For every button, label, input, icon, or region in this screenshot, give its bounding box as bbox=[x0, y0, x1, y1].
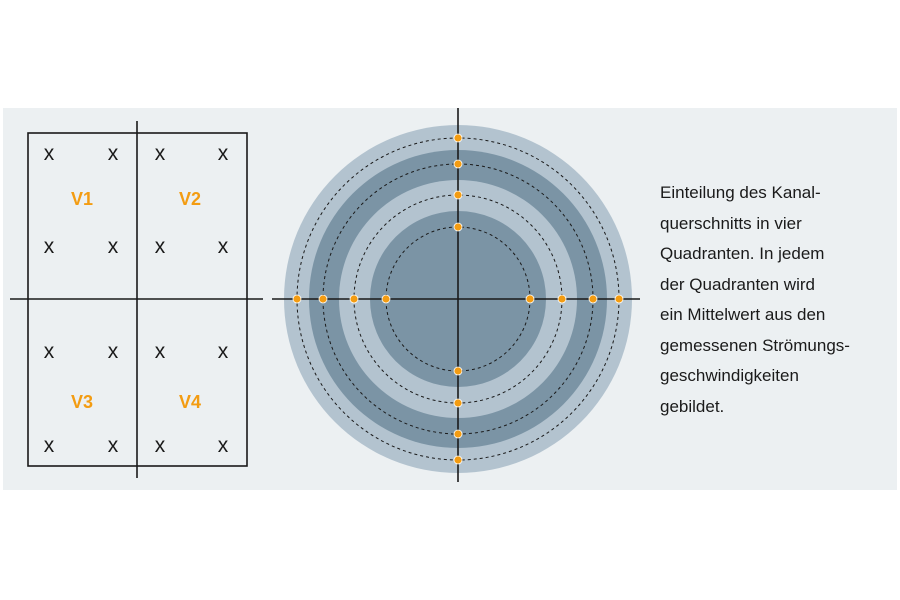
caption-line: ein Mittelwert aus den bbox=[660, 305, 826, 324]
caption-line: geschwindigkeiten bbox=[660, 366, 799, 385]
measuring-points bbox=[292, 133, 624, 465]
x-mark: x bbox=[218, 142, 229, 165]
caption-line: gebildet. bbox=[660, 396, 725, 416]
measuring-point bbox=[453, 190, 463, 200]
caption-line: gemessenen Strömungs- bbox=[660, 335, 850, 355]
measuring-point bbox=[525, 294, 535, 304]
measuring-point bbox=[453, 366, 463, 376]
measuring-point bbox=[453, 455, 463, 465]
x-mark: x bbox=[155, 142, 166, 165]
quadrant-label-v2: V2 bbox=[179, 189, 201, 209]
rectangular-cross-section: x x x x x x x x x x x x x x x x V1 V2 V3 V4 bbox=[10, 121, 263, 478]
x-mark: x bbox=[44, 235, 55, 258]
measuring-point bbox=[292, 294, 302, 304]
x-mark: x bbox=[108, 434, 119, 457]
measuring-point bbox=[453, 133, 463, 143]
x-mark: x bbox=[155, 340, 166, 363]
measuring-point bbox=[588, 294, 598, 304]
caption: Einteilung des Kanal- querschnitts in vi… bbox=[660, 178, 890, 422]
measuring-point bbox=[614, 294, 624, 304]
circular-cross-section bbox=[272, 108, 640, 482]
x-mark: x bbox=[108, 235, 119, 258]
caption-line: querschnitts in vier bbox=[660, 213, 802, 233]
x-mark: x bbox=[108, 340, 119, 363]
measuring-point bbox=[557, 294, 567, 304]
measuring-point bbox=[453, 398, 463, 408]
quadrant-label-v4: V4 bbox=[179, 392, 201, 412]
x-mark: x bbox=[108, 142, 119, 165]
caption-line: der Quadranten wird bbox=[660, 274, 815, 294]
measuring-point bbox=[453, 159, 463, 169]
caption-line: Einteilung des Kanal- bbox=[660, 183, 821, 202]
measuring-point-marks: x x x x x x x x x x x x x x x x bbox=[44, 142, 229, 457]
measuring-point bbox=[453, 429, 463, 439]
caption-line: Quadranten. In jedem bbox=[660, 244, 825, 263]
measuring-point bbox=[453, 222, 463, 232]
quadrant-label-v1: V1 bbox=[71, 189, 93, 209]
quadrant-label-v3: V3 bbox=[71, 392, 93, 412]
x-mark: x bbox=[218, 434, 229, 457]
x-mark: x bbox=[44, 434, 55, 457]
measuring-point bbox=[381, 294, 391, 304]
measuring-point bbox=[318, 294, 328, 304]
x-mark: x bbox=[155, 434, 166, 457]
x-mark: x bbox=[44, 340, 55, 363]
x-mark: x bbox=[218, 340, 229, 363]
x-mark: x bbox=[155, 235, 166, 258]
x-mark: x bbox=[218, 235, 229, 258]
measuring-point bbox=[349, 294, 359, 304]
x-mark: x bbox=[44, 142, 55, 165]
